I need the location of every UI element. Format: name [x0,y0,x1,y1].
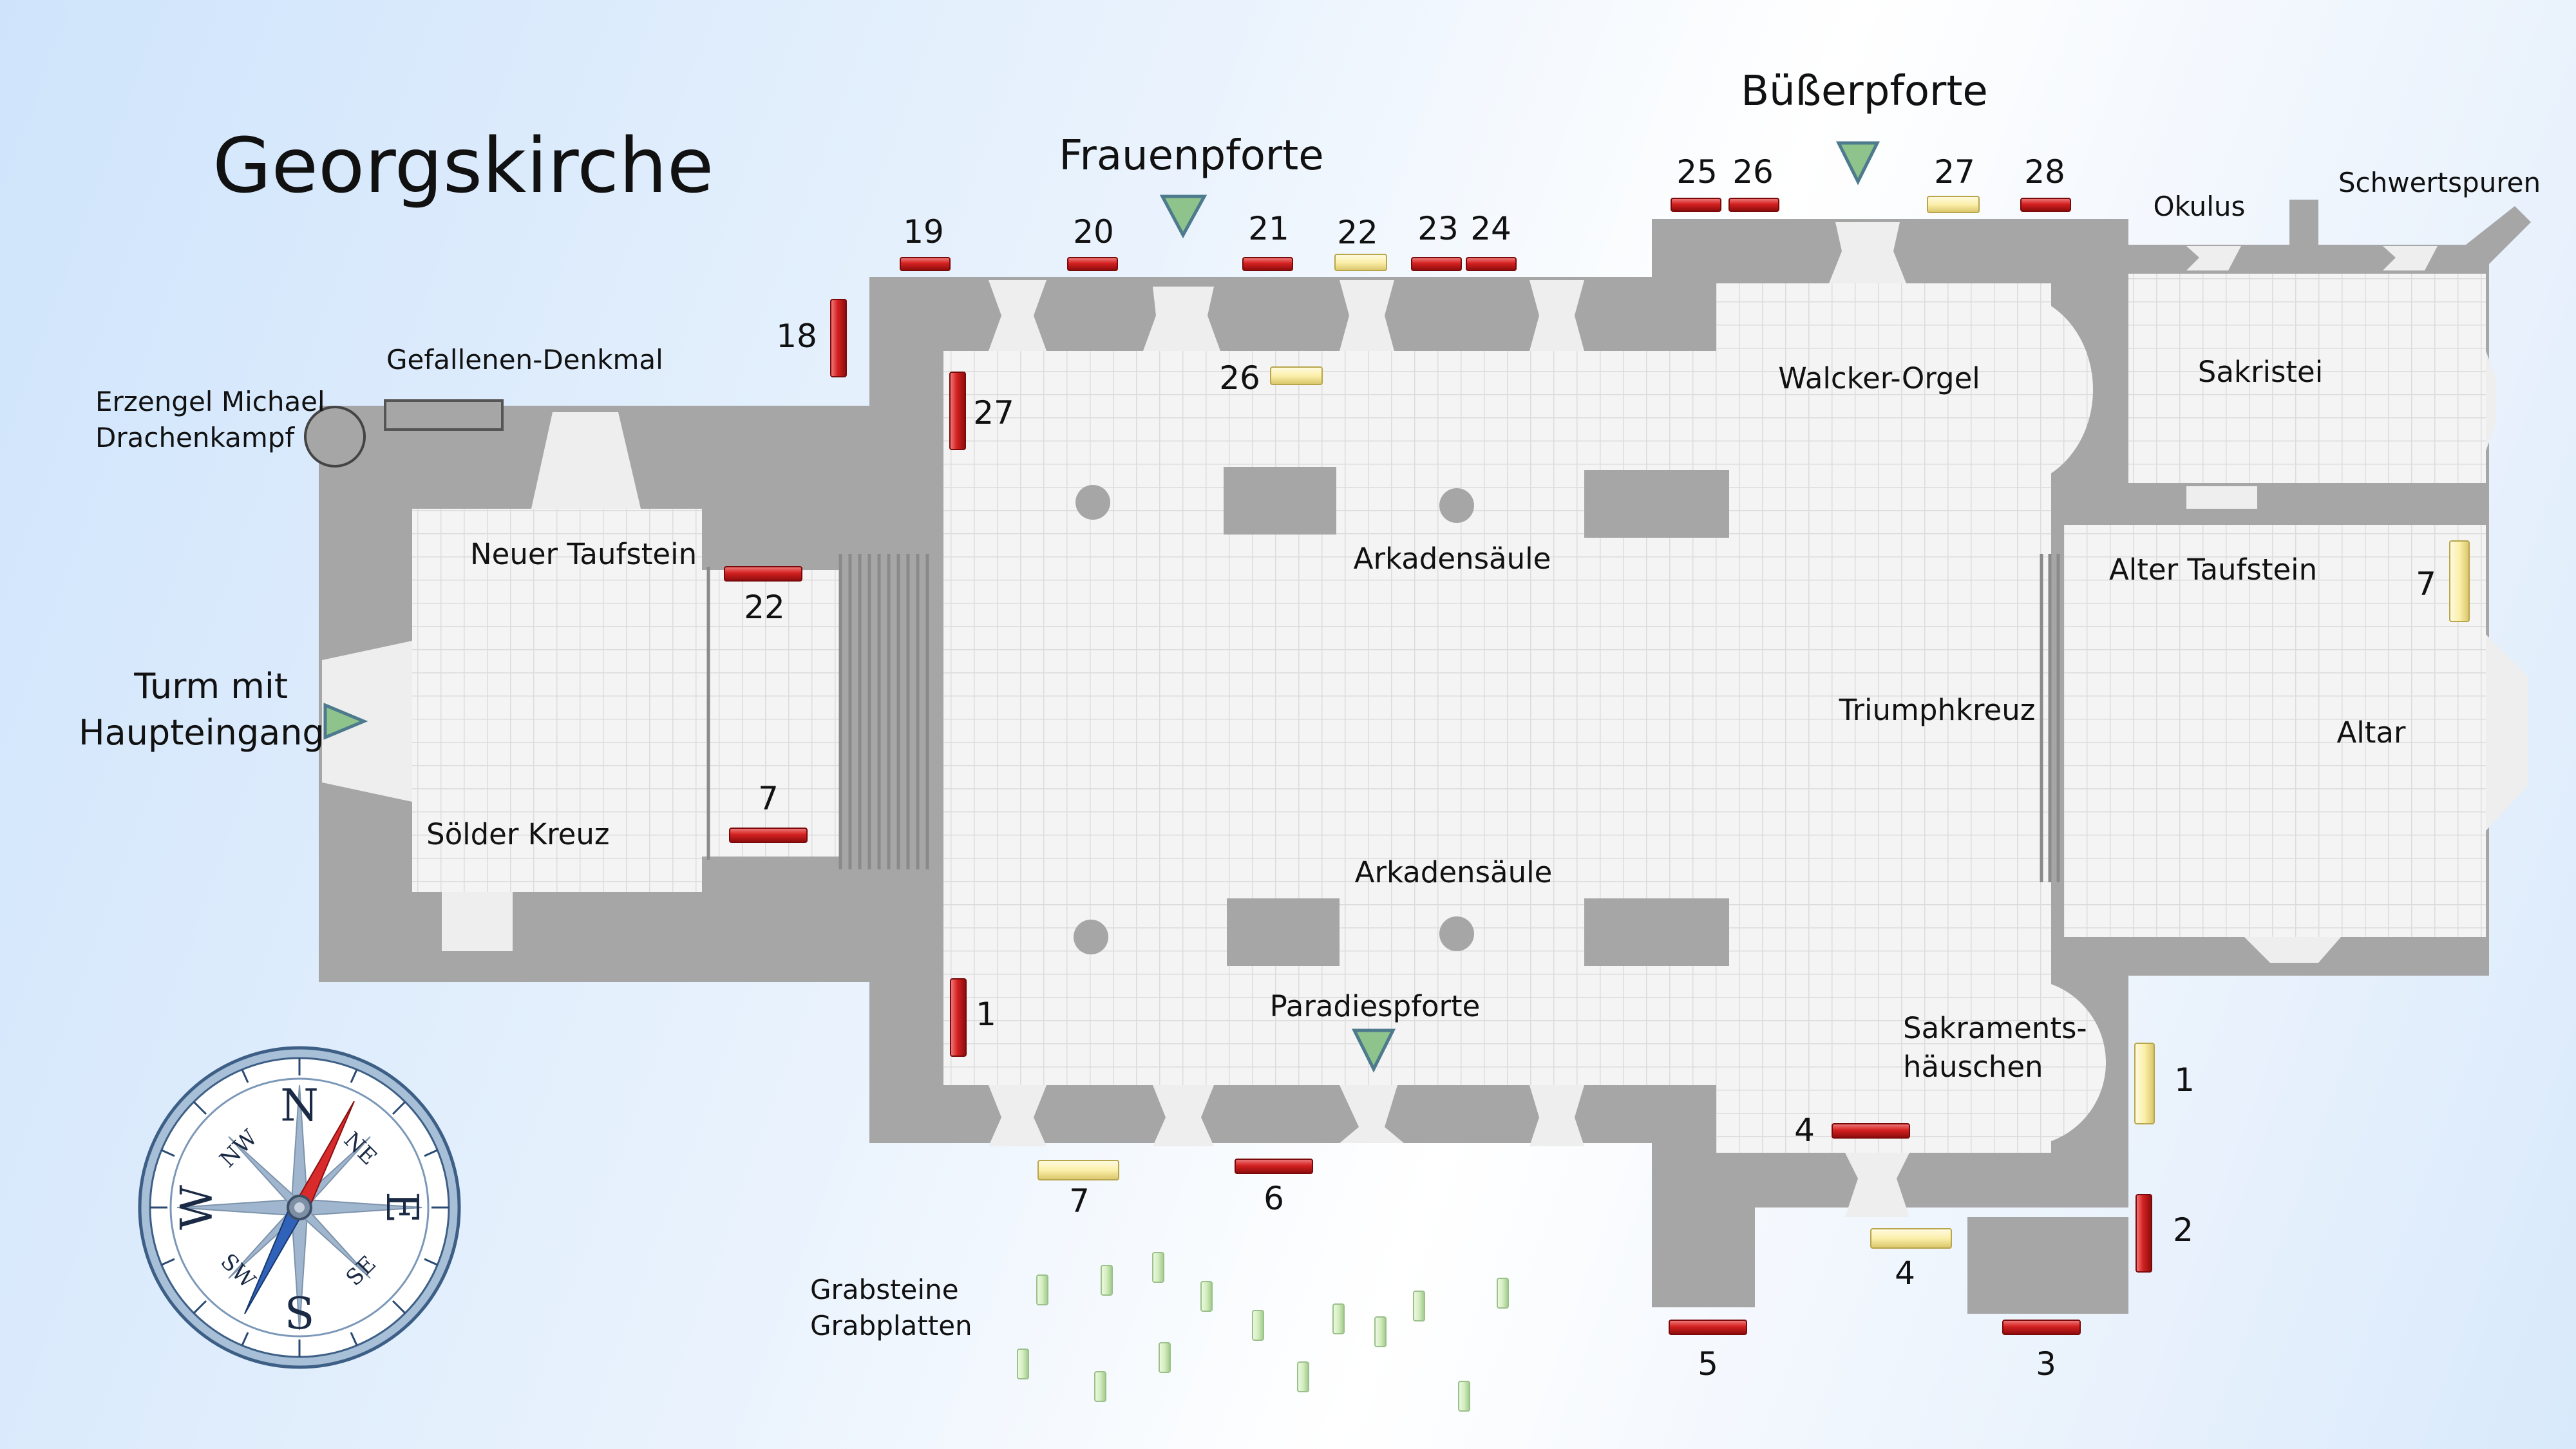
west-steps [706,554,929,869]
michael-line-1: Erzengel Michael [95,386,325,417]
marker-22-west[interactable] [724,566,802,582]
marker-25-label: 25 [1676,153,1718,191]
marker-1-inner-label: 1 [976,996,996,1033]
marker-18[interactable] [830,299,847,377]
marker-19-label: 19 [903,213,944,251]
denkmal-label: Gefallenen-Denkmal [386,344,663,375]
denkmal-block [384,399,504,431]
soelder-kreuz-label: Sölder Kreuz [426,817,610,851]
choir-steps [2040,554,2060,882]
sakramentshaeuschen-label: Sakraments- häuschen [1903,1009,2087,1086]
marker-2[interactable] [2136,1194,2152,1273]
arkadensaeule-south-label: Arkadensäule [1354,855,1553,889]
compass-s: S [285,1289,315,1340]
okulus-label: Okulus [2153,191,2246,222]
marker-22-west-label: 22 [744,589,785,626]
marker-20[interactable] [1067,257,1118,271]
triumphkreuz-label: Triumphkreuz [1839,693,2036,727]
sakristei-label: Sakristei [2197,355,2324,389]
grabsteine-line-2: Grabplatten [810,1309,972,1341]
marker-7-west-label: 7 [758,780,779,817]
marker-18-label: 18 [776,317,817,355]
marker-1-east[interactable] [2134,1043,2155,1124]
marker-3[interactable] [2002,1320,2081,1335]
gravestones [1017,1252,1509,1412]
walcker-orgel-label: Walcker-Orgel [1778,361,1980,395]
windows [989,222,2528,1217]
schwertspuren-label: Schwertspuren [2338,167,2541,198]
paradiespforte-label: Paradiespforte [1269,989,1481,1023]
michael-label: Erzengel Michael Drachenkampf [95,384,325,456]
marker-7-east-label: 7 [2416,565,2436,603]
compass-n: N [280,1081,319,1132]
compass-rose: N S W E NE NW SE SW [138,1046,461,1369]
frauenpforte-label: Frauenpforte [1059,132,1324,180]
marker-4-inner[interactable] [1832,1123,1910,1139]
marker-24[interactable] [1466,257,1517,271]
west-porch [531,412,641,509]
marker-22-north-label: 22 [1337,214,1378,251]
marker-4-outer[interactable] [1870,1228,1952,1249]
marker-4-outer-label: 4 [1895,1255,1915,1292]
marker-21[interactable] [1242,257,1293,271]
sakraments-line-2: häuschen [1903,1049,2043,1084]
marker-19[interactable] [900,257,951,271]
marker-26-inner-label: 26 [1219,359,1260,397]
compass-w: W [172,1185,223,1230]
marker-4-inner-label: 4 [1794,1112,1815,1149]
michael-line-2: Drachenkampf [95,421,295,453]
compass-e: E [376,1191,427,1224]
nave-pillars [1074,467,1729,966]
church-floors [412,274,2486,1153]
west-buttress-niche [442,892,513,951]
marker-1-east-label: 1 [2174,1061,2195,1099]
tower-label-line-2: Haupteingang [79,712,325,753]
marker-24-label: 24 [1470,210,1511,247]
marker-27-north[interactable] [1927,196,1980,213]
marker-20-label: 20 [1073,213,1114,251]
sakraments-line-1: Sakraments- [1903,1011,2087,1045]
altar-label: Altar [2336,715,2406,750]
door-triangles [323,141,1880,1073]
markers [724,196,2470,1335]
grabsteine-line-1: Grabsteine [810,1274,959,1305]
marker-21-label: 21 [1248,210,1289,247]
neuer-taufstein-label: Neuer Taufstein [470,537,697,571]
marker-7-south-label: 7 [1069,1182,1090,1220]
marker-7-east[interactable] [2449,540,2470,622]
marker-27-inner[interactable] [949,372,966,450]
marker-22-north[interactable] [1334,254,1387,271]
marker-5[interactable] [1669,1320,1747,1335]
marker-25[interactable] [1671,198,1721,212]
arkadensaeule-north-label: Arkadensäule [1353,542,1551,576]
marker-27-north-label: 27 [1934,153,1975,191]
marker-26-inner[interactable] [1270,366,1323,385]
grabsteine-label: Grabsteine Grabplatten [810,1272,972,1344]
marker-7-west[interactable] [729,828,808,843]
marker-2-label: 2 [2173,1211,2193,1249]
marker-5-label: 5 [1698,1345,1718,1383]
map-title: Georgskirche [213,121,714,210]
marker-27-inner-label: 27 [973,394,1014,431]
marker-28-label: 28 [2024,153,2065,191]
michael-statue [304,406,366,468]
alter-taufstein-label: Alter Taufstein [2109,553,2318,587]
marker-28[interactable] [2020,198,2071,212]
marker-23[interactable] [1411,257,1462,271]
marker-6[interactable] [1235,1159,1313,1174]
marker-23-label: 23 [1417,210,1459,247]
marker-26-north-label: 26 [1732,153,1774,191]
marker-7-south[interactable] [1037,1160,1119,1180]
marker-1-inner[interactable] [950,978,967,1057]
marker-6-label: 6 [1264,1180,1284,1217]
tower-entrance-label: Turm mit Haupteingang [79,663,325,756]
buesserpforte-label: Büßerpforte [1741,68,1988,115]
marker-26-north[interactable] [1728,198,1779,212]
marker-3-label: 3 [2036,1345,2056,1383]
tower-label-line-1: Turm mit [134,666,288,706]
